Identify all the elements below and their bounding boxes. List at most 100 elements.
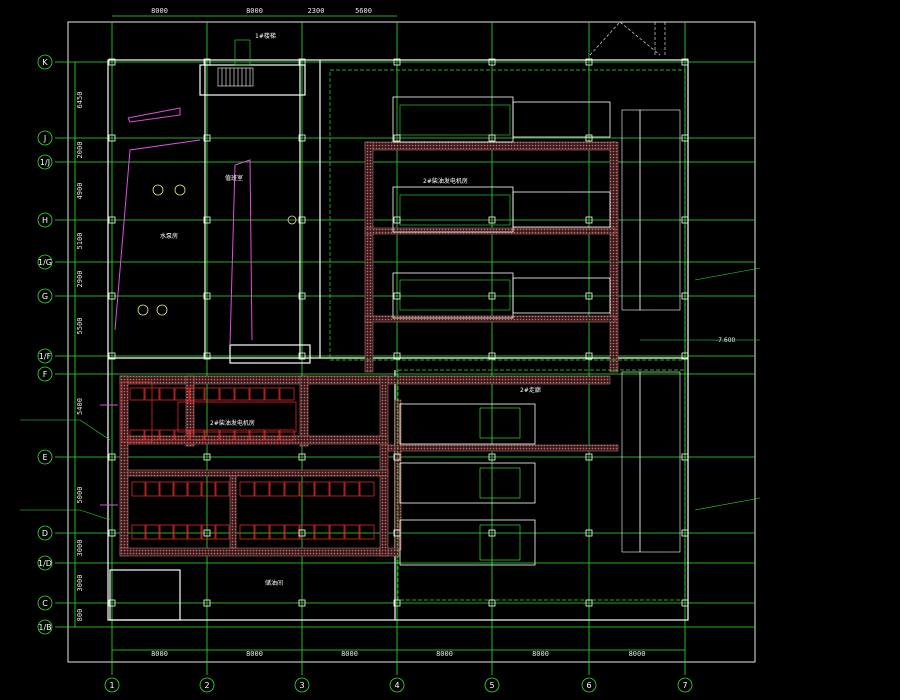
column-square — [681, 352, 689, 360]
row-axis-label: D — [42, 529, 48, 538]
panel-cell — [215, 524, 230, 540]
row-axis-bubble: 1/J — [37, 154, 53, 170]
room-labels: 水泵房 2#柴油发电机房 2#柴油发电机房 储油间 2#走廊 1#楼梯 值班室 … — [160, 32, 736, 587]
panel-cell — [249, 429, 265, 441]
row-axis-label: 1/F — [39, 352, 52, 361]
panel-group — [121, 381, 153, 443]
panel-cell — [264, 387, 280, 401]
panel-cell — [173, 524, 188, 540]
column-square — [585, 58, 593, 66]
column-square — [203, 352, 211, 360]
label-stair: 1#楼梯 — [255, 32, 276, 40]
panel-cell — [314, 524, 330, 540]
column-axis-label: 2 — [204, 681, 209, 690]
column-square — [203, 292, 211, 300]
column-square — [681, 453, 689, 461]
structural-columns — [108, 58, 689, 607]
top-dimension: 8000 — [151, 7, 168, 15]
panel-cell — [189, 429, 205, 441]
column-square — [681, 58, 689, 66]
column-square — [681, 529, 689, 537]
top-dimension: 5600 — [355, 7, 372, 15]
bottom-dimension: 8000 — [246, 650, 263, 658]
stair — [217, 39, 254, 87]
column-square — [203, 529, 211, 537]
panel-cell — [159, 429, 175, 441]
column-square — [681, 599, 689, 607]
panel-cell — [284, 481, 300, 497]
column-square — [203, 134, 211, 142]
panel-cell — [239, 524, 255, 540]
column-square — [203, 216, 211, 224]
column-square — [488, 134, 496, 142]
column-axis-bubble: 3 — [294, 677, 310, 693]
leader-lines — [20, 267, 761, 521]
panel-cell — [239, 481, 255, 497]
column-square — [298, 292, 306, 300]
panel-cell — [131, 481, 146, 497]
column-square — [585, 134, 593, 142]
panel-cell — [359, 524, 375, 540]
column-square — [488, 352, 496, 360]
generator-sets-lower-green — [479, 407, 521, 561]
column-axis-label: 1 — [109, 681, 114, 690]
panel-cell — [234, 429, 250, 441]
panel-cell — [215, 481, 230, 497]
row-axis-label: 1/B — [38, 623, 51, 632]
row-axis-bubble: F — [37, 366, 53, 382]
distribution-panels — [121, 381, 375, 540]
row-axis-bubble: E — [37, 449, 53, 465]
pump-circles — [137, 184, 297, 316]
bottom-dimension: 8000 — [436, 650, 453, 658]
row-axis-label: H — [42, 216, 48, 225]
left-dimension: 3000 — [76, 540, 84, 557]
panel-cell — [264, 429, 280, 441]
hatched-corridors — [119, 141, 619, 557]
column-square — [488, 453, 496, 461]
column-square — [393, 134, 401, 142]
panel-cell — [219, 387, 235, 401]
column-square — [108, 352, 116, 360]
column-square — [108, 599, 116, 607]
label-corridor: 2#走廊 — [520, 386, 541, 394]
label-gen-room: 2#柴油发电机房 — [210, 419, 255, 427]
column-square — [203, 453, 211, 461]
column-axis-bubble: 5 — [484, 677, 500, 693]
row-axis-bubble: J — [37, 130, 53, 146]
row-axis-label: J — [43, 134, 46, 143]
panel-cell — [201, 524, 216, 540]
right-green-dashed — [329, 69, 686, 601]
bottom-dimension: 8000 — [629, 650, 646, 658]
row-axis-bubble: D — [37, 525, 53, 541]
left-dimension: 5500 — [76, 318, 84, 335]
panel-cell — [159, 481, 174, 497]
panel-cell — [145, 481, 160, 497]
label-aux-room: 储油间 — [265, 579, 283, 587]
panel-cell — [299, 524, 315, 540]
bottom-dimension: 8000 — [341, 650, 358, 658]
panel-cell — [204, 387, 220, 401]
top-dimension: 8000 — [246, 7, 263, 15]
column-square — [585, 292, 593, 300]
bottom-dimension: 8000 — [532, 650, 549, 658]
row-axis-bubble: 1/F — [37, 348, 53, 364]
column-square — [488, 599, 496, 607]
column-square — [585, 352, 593, 360]
generator-sets-upper-green — [399, 104, 511, 311]
panel-cell — [269, 524, 285, 540]
row-axis-label: F — [43, 370, 48, 379]
column-axis-label: 3 — [299, 681, 304, 690]
panel-cell — [254, 524, 270, 540]
column-square — [298, 216, 306, 224]
column-square — [108, 58, 116, 66]
column-square — [488, 58, 496, 66]
row-axis-bubble: 1/B — [37, 619, 53, 635]
panel-cell — [359, 481, 375, 497]
row-axis-label: 1/D — [38, 559, 52, 568]
column-square — [585, 453, 593, 461]
row-axis-bubble: G — [37, 288, 53, 304]
left-dimension: 3000 — [76, 575, 84, 592]
column-axis-label: 4 — [394, 681, 399, 690]
